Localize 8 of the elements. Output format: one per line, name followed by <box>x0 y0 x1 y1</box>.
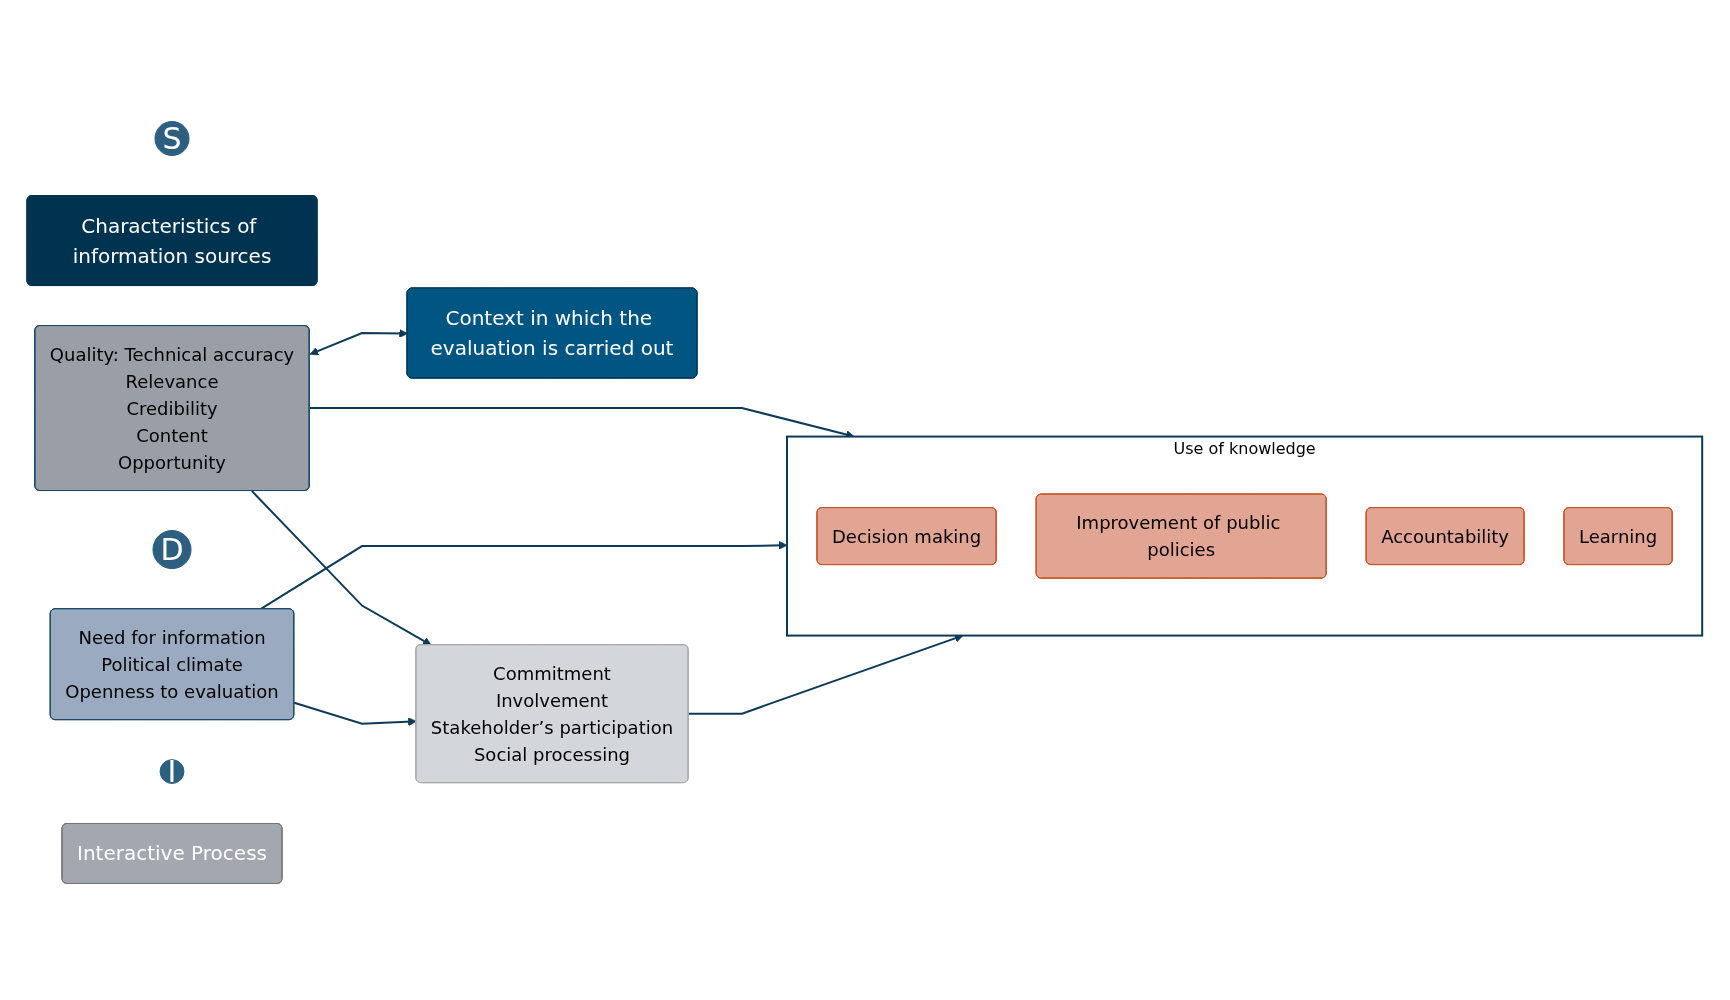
arrow <box>251 490 432 646</box>
arrow <box>260 541 788 610</box>
arrow <box>293 702 418 727</box>
node-circle: D <box>152 530 192 570</box>
arrow <box>687 634 964 715</box>
node-circle: I <box>159 759 185 785</box>
arrow <box>310 329 409 356</box>
node-circle: S <box>154 121 190 157</box>
